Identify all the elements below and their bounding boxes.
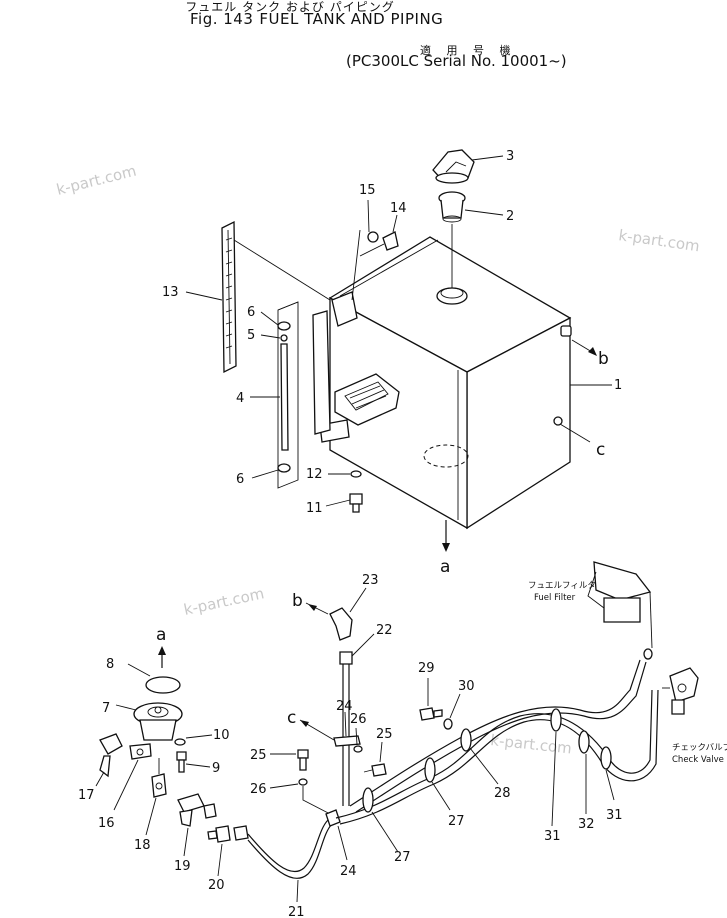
- clamp-28: [460, 728, 472, 752]
- connection-mark-c: c: [596, 440, 605, 460]
- callout-30: 30: [458, 679, 475, 694]
- clamp-27: [362, 757, 436, 813]
- callout-21: 21: [288, 905, 305, 918]
- applicability-japanese: 適 用 号 機: [420, 44, 517, 57]
- figure-title-text: FUEL TANK AND PIPING: [259, 10, 444, 28]
- fuel-filter-label-jp: フュエルフィルタ: [528, 581, 596, 591]
- fuel-strainer: [438, 191, 466, 288]
- connection-mark-c: c: [287, 708, 296, 728]
- gauge-tube: [277, 301, 299, 489]
- callout-18: 18: [134, 838, 151, 853]
- callout-27: 27: [394, 850, 411, 865]
- callout-10: 10: [213, 728, 230, 743]
- callout-3: 3: [506, 149, 514, 164]
- callout-26: 26: [350, 712, 367, 727]
- callout-4: 4: [236, 391, 244, 406]
- hose-21: [233, 819, 333, 879]
- callout-29: 29: [418, 661, 435, 676]
- callout-17: 17: [78, 788, 95, 803]
- callout-15: 15: [359, 183, 376, 198]
- pipe-22: [339, 651, 353, 806]
- callout-31: 31: [606, 808, 623, 823]
- valve-19: [177, 793, 217, 827]
- callout-19: 19: [174, 859, 191, 874]
- callout-26: 26: [250, 782, 267, 797]
- connection-mark-a: a: [156, 625, 166, 645]
- fuel-filter-label: Fuel Filter: [534, 593, 576, 603]
- fuel-line: [335, 659, 659, 825]
- figure-title: Fig. 143 FUEL TANK AND PIPING: [190, 10, 610, 28]
- connection-mark-b: b: [292, 591, 303, 611]
- drain-valve: [133, 702, 183, 741]
- watermark: k-part.com: [182, 584, 266, 619]
- bolt-11: [349, 493, 363, 513]
- callout-9: 9: [212, 761, 220, 776]
- watermark: k-part.com: [617, 226, 700, 255]
- connection-mark-a: a: [440, 557, 450, 577]
- elbow-16: [129, 743, 152, 760]
- bolt-9: [176, 751, 187, 773]
- applicability-serial: (PC300LC Serial No. 10001~): [346, 52, 567, 70]
- elbow-18: [151, 758, 167, 798]
- bolt-25: [297, 749, 309, 771]
- watermark: k-part.com: [490, 731, 573, 757]
- drain-cock: [99, 733, 123, 778]
- washer-26: [353, 745, 363, 753]
- connection-mark-b: b: [598, 349, 609, 369]
- callout-31: 31: [544, 829, 561, 844]
- callout-7: 7: [102, 701, 110, 716]
- fuel-cap: [432, 149, 475, 184]
- fuel-filter: [587, 561, 653, 660]
- washer-12: [350, 470, 362, 478]
- callout-2: 2: [506, 209, 514, 224]
- check-valve-label: Check Valve: [672, 755, 724, 765]
- callout-28: 28: [494, 786, 511, 801]
- clamp-24: [333, 735, 361, 747]
- washer-15: [367, 231, 379, 243]
- clamp-32: [578, 730, 590, 754]
- callout-32: 32: [578, 817, 595, 832]
- callout-14: 14: [390, 201, 407, 216]
- callout-12: 12: [306, 467, 323, 482]
- fuel-tank: [312, 236, 572, 552]
- callout-5: 5: [247, 328, 255, 343]
- callout-13: 13: [162, 285, 179, 300]
- callout-11: 11: [306, 501, 323, 516]
- callout-22: 22: [376, 623, 393, 638]
- figure-number: Fig. 143: [190, 10, 254, 28]
- bolt-29: [419, 707, 443, 721]
- title-japanese: フュエル タンク および パイピング: [185, 0, 395, 14]
- callout-24: 24: [340, 864, 357, 879]
- callout-20: 20: [208, 878, 225, 893]
- washer-26: [298, 778, 308, 786]
- callout-16: 16: [98, 816, 115, 831]
- watermark: k-part.com: [55, 162, 139, 199]
- check-valve-label-jp: チェックバルブ: [672, 742, 727, 753]
- washer-10: [174, 738, 186, 746]
- callout-24: 24: [336, 699, 353, 714]
- callout-27: 27: [448, 814, 465, 829]
- check-valve: [662, 667, 699, 715]
- o-ring: [145, 676, 181, 694]
- callout-8: 8: [106, 657, 114, 672]
- clamp-24: [325, 809, 341, 827]
- washer-30: [443, 718, 453, 730]
- bolt-14: [359, 231, 399, 257]
- callout-6: 6: [236, 472, 244, 487]
- gauge-guard: [221, 220, 331, 374]
- bolt-25: [363, 763, 387, 777]
- callout-25: 25: [250, 748, 267, 763]
- clamp-31: [550, 708, 612, 770]
- callout-25: 25: [376, 727, 393, 742]
- elbow-23: [329, 607, 353, 641]
- callout-1: 1: [614, 378, 622, 393]
- callout-23: 23: [362, 573, 379, 588]
- connector-20: [207, 825, 231, 843]
- callout-6: 6: [247, 305, 255, 320]
